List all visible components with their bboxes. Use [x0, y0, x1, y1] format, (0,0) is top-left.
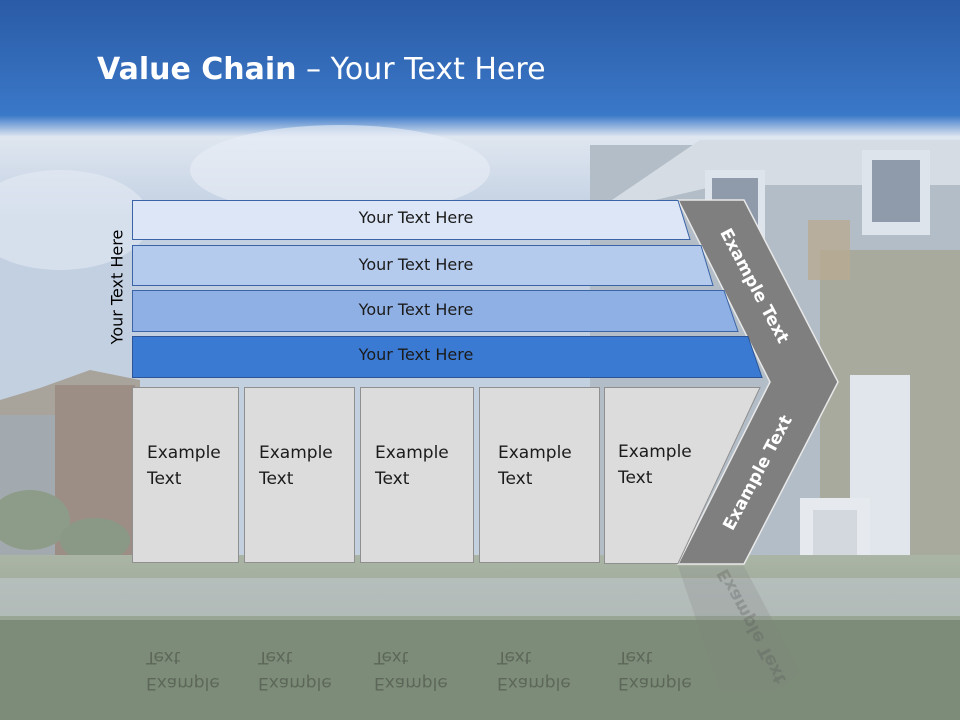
bar-2-label: Your Text Here	[358, 255, 474, 274]
activity-box-3-label: Example Text	[375, 443, 449, 489]
activity-box-4: Example Text	[479, 387, 600, 563]
activity-box-4-label: Example Text	[498, 443, 572, 489]
bar-4: Your Text Here	[132, 336, 764, 378]
bar-2: Your Text Here	[132, 245, 714, 286]
activity-box-5-label: Example Text	[618, 442, 692, 488]
title-bold-part: Value Chain	[97, 52, 297, 87]
bar-1-label: Your Text Here	[358, 208, 474, 227]
activity-box-2: Example Text	[244, 387, 355, 563]
slide-title: Value Chain – Your Text Here	[97, 52, 546, 87]
bar-3-label: Your Text Here	[358, 300, 474, 319]
activity-box-3: Example Text	[360, 387, 474, 563]
bar-3: Your Text Here	[132, 290, 740, 332]
bar-4-label: Your Text Here	[358, 345, 474, 364]
activity-box-1-label: Example Text	[147, 443, 221, 489]
activity-box-5	[604, 387, 761, 564]
activity-box-1: Example Text	[132, 387, 239, 563]
title-rest-part: – Your Text Here	[296, 52, 546, 87]
bar-1: Your Text Here	[132, 200, 692, 240]
activity-box-2-label: Example Text	[259, 443, 333, 489]
